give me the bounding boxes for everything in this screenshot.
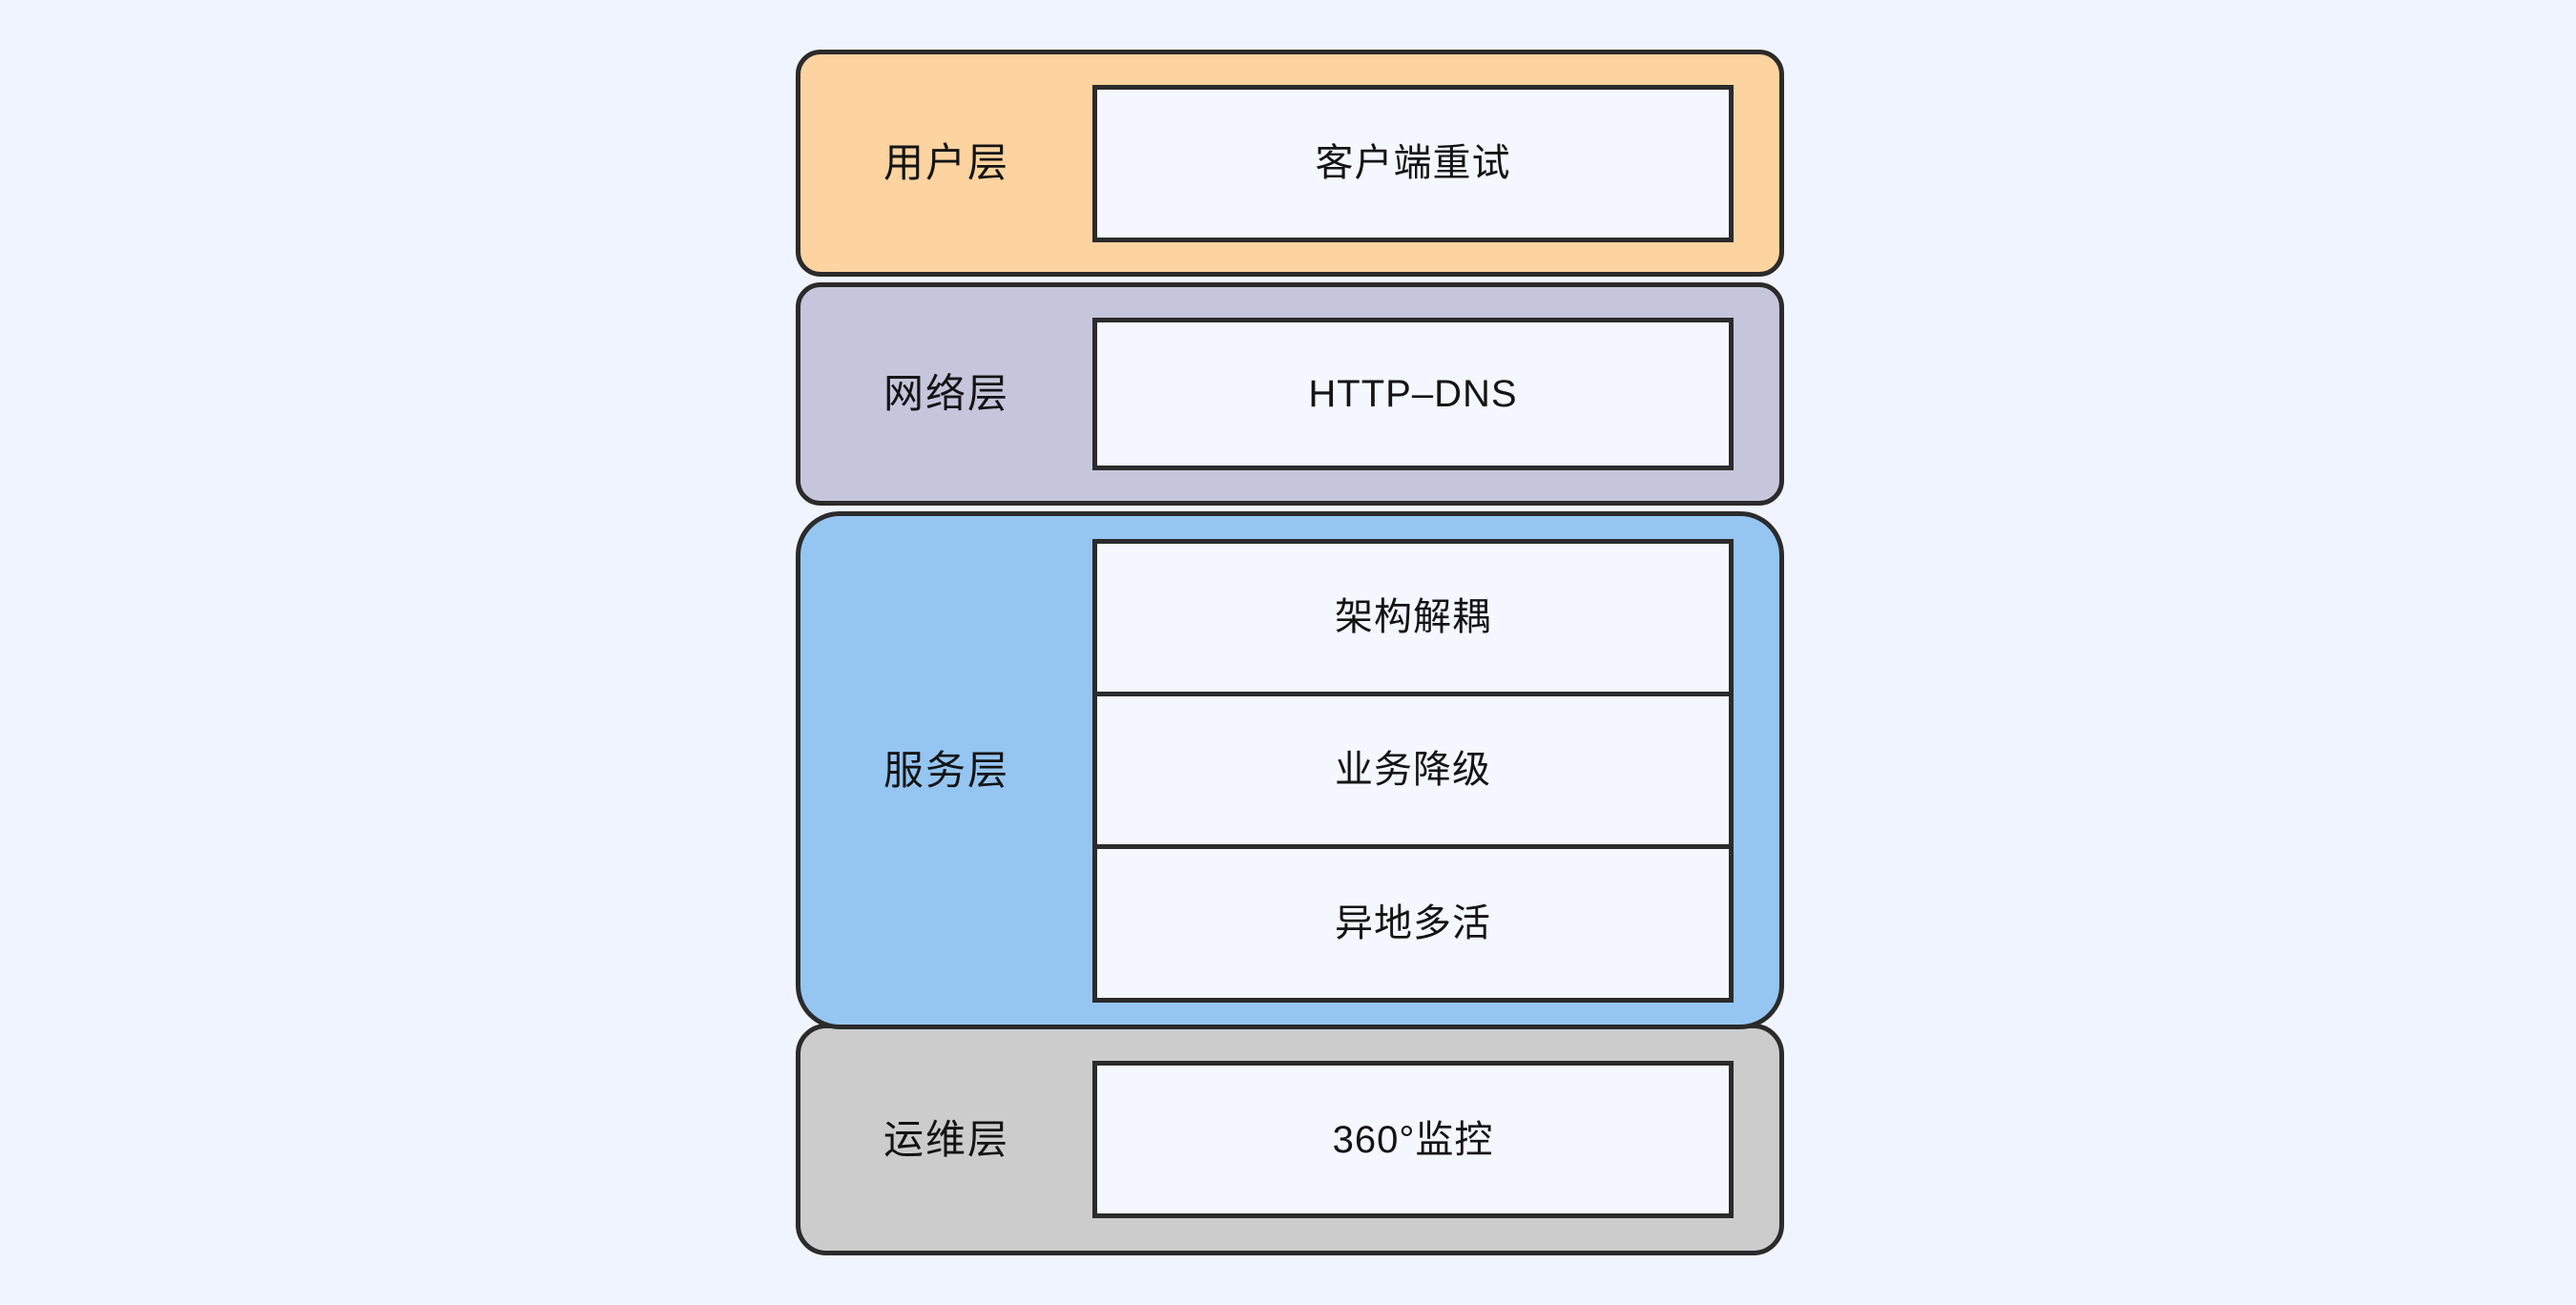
item-business-degradation[interactable]: 业务降级	[1097, 691, 1729, 845]
layer-ops[interactable]: 运维层 360°监控	[796, 1024, 1784, 1255]
layer-service-label: 服务层	[883, 747, 1009, 793]
layer-user-item-stack: 客户端重试	[1092, 84, 1734, 242]
item-client-retry[interactable]: 客户端重试	[1097, 89, 1729, 238]
layer-network[interactable]: 网络层 HTTP–DNS	[796, 282, 1784, 506]
layer-user-label: 用户层	[883, 140, 1009, 185]
layer-service-item-stack: 架构解耦 业务降级 异地多活	[1092, 538, 1734, 1003]
layer-network-items: HTTP–DNS	[1092, 287, 1779, 501]
item-http-dns[interactable]: HTTP–DNS	[1097, 322, 1729, 466]
layer-service[interactable]: 服务层 架构解耦 业务降级 异地多活	[796, 511, 1784, 1029]
item-360-monitoring[interactable]: 360°监控	[1097, 1066, 1729, 1213]
layer-network-item-stack: HTTP–DNS	[1092, 318, 1734, 470]
layer-user-items: 客户端重试	[1092, 54, 1779, 272]
layer-ops-item-stack: 360°监控	[1092, 1061, 1734, 1218]
layer-service-items: 架构解耦 业务降级 异地多活	[1092, 516, 1779, 1025]
layer-network-label: 网络层	[883, 371, 1009, 416]
item-architecture-decoupling[interactable]: 架构解耦	[1097, 543, 1729, 692]
layer-user[interactable]: 用户层 客户端重试	[796, 50, 1784, 277]
item-multi-site-active[interactable]: 异地多活	[1097, 844, 1729, 998]
layer-ops-items: 360°监控	[1092, 1028, 1779, 1251]
layer-ops-label: 运维层	[883, 1116, 1009, 1162]
